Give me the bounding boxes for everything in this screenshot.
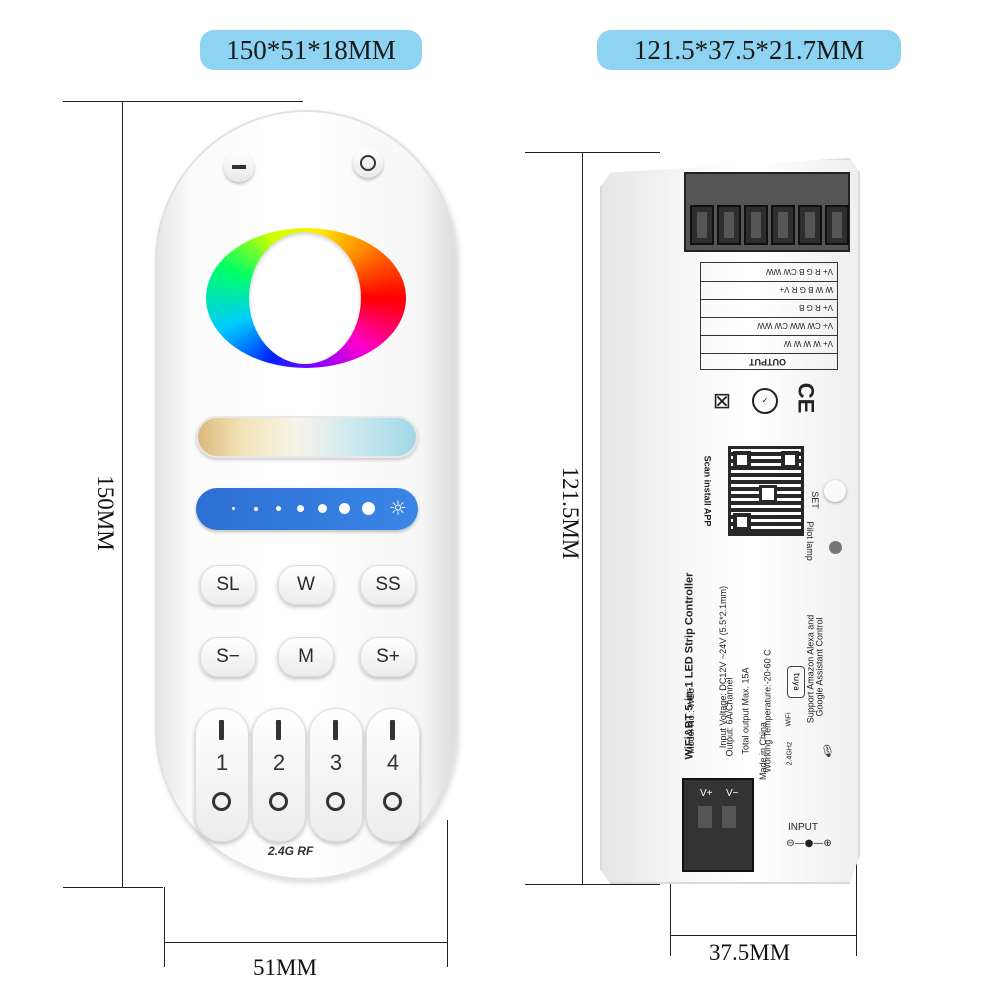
support-text-2: Google Assistant Control (814, 617, 825, 717)
remote-width-label: 51MM (253, 955, 317, 980)
pilot-lamp-label: Pilot lamp (804, 521, 815, 561)
remote-height-dim-line (122, 101, 123, 887)
model-number: Model No.: WB5 (685, 688, 696, 754)
controller-top-dim-line (525, 152, 660, 153)
output-terminal[interactable] (825, 205, 849, 245)
weee-bin-icon: ⊠ (712, 389, 732, 414)
remote-bottom-dim-line (63, 887, 163, 888)
zone-on-icon (276, 720, 281, 740)
controller-right-dim-line (856, 860, 857, 956)
zone-number: 1 (215, 750, 229, 775)
zone-button-2[interactable]: 2 (252, 708, 306, 842)
ce-mark: CE (793, 382, 819, 414)
qr-code (728, 446, 804, 536)
output-terminal[interactable] (717, 205, 741, 245)
controller-left-dim-line (670, 884, 671, 956)
zone-off-icon (212, 792, 231, 811)
dc-polarity-icon: ⊖—●—⊕ (786, 838, 832, 849)
v-plus-label: V+ (700, 788, 713, 799)
m-button[interactable]: M (278, 637, 334, 677)
color-temperature-slider[interactable] (196, 416, 418, 458)
zone-off-icon (383, 792, 402, 811)
output-rating: Output: 6A/Channel (724, 677, 735, 757)
remote-right-dim-line (447, 820, 448, 967)
color-wheel-center (249, 232, 361, 364)
remote-top-dim-line (63, 101, 303, 102)
off-button[interactable] (224, 152, 254, 182)
brightness-dot (339, 503, 350, 514)
zone-off-icon (326, 792, 345, 811)
controller-bottom-dim-line (525, 884, 660, 885)
zone-button-4[interactable]: 4 (366, 708, 420, 842)
brightness-slider[interactable]: ☼ (196, 488, 418, 530)
zone-number: 3 (329, 750, 343, 775)
total-output: Total output Max. 15A (740, 667, 751, 755)
brightness-dot (232, 507, 235, 510)
remote-dimensions-title: 150*51*18MM (200, 30, 422, 70)
output-terminal[interactable] (690, 205, 714, 245)
rf-label: 2.4G RF (268, 844, 314, 858)
ss-button[interactable]: SS (360, 565, 416, 605)
zone-number: 4 (386, 750, 400, 775)
brightness-dot (276, 506, 281, 511)
remote-left-dim-line (164, 887, 165, 967)
set-label: SET (809, 491, 820, 509)
minus-icon (232, 165, 246, 169)
controller-width-label: 37.5MM (709, 940, 791, 965)
scan-label: Scan install APP (702, 455, 713, 527)
microphone-icon: 🎙 (820, 744, 836, 758)
output-terminal[interactable] (771, 205, 795, 245)
remote-width-dim-line (164, 942, 447, 943)
brightness-dot (362, 502, 375, 515)
brightness-dot (254, 507, 258, 511)
ghz-label: 2.4GHz (786, 741, 794, 766)
controller-height-label: 121.5MM (558, 466, 583, 560)
output-wiring-table: V+ R G B CW WW W W B G R V+ V+ R G B V+ … (700, 262, 838, 370)
input-terminal-block[interactable] (682, 778, 754, 872)
sun-icon: ☼ (389, 496, 407, 520)
rohs-icon: ✓ (752, 388, 778, 414)
zone-off-icon (269, 792, 288, 811)
wiring-row: W W B G R V+ (779, 285, 833, 294)
sl-button[interactable]: SL (200, 565, 256, 605)
wifi-label: WiFi (785, 712, 793, 727)
wiring-row: V+ W W W W (783, 339, 833, 348)
speed-up-button[interactable]: S+ (360, 637, 416, 677)
brightness-dot (318, 504, 327, 513)
controller-height-dim-line (582, 152, 583, 884)
zone-number: 2 (272, 750, 286, 775)
tuya-logo: tuya (787, 666, 805, 698)
remote-control: ☼ SL W SS S− M S+ 1 2 3 4 2.4G RF (155, 110, 457, 880)
wiring-row: V+ CW WW CW WW (757, 321, 833, 330)
v-minus-label: V− (726, 788, 739, 799)
speed-down-button[interactable]: S− (200, 637, 256, 677)
made-in: Made in China (758, 721, 769, 781)
wiring-row: V+ R G B CW WW (766, 267, 833, 276)
controller-dimensions-title: 121.5*37.5*21.7MM (597, 30, 901, 70)
set-button[interactable] (824, 480, 846, 502)
brightness-dot (297, 505, 304, 512)
remote-height-label: 150MM (93, 475, 118, 551)
circle-icon (360, 155, 376, 171)
output-label: OUTPUT (749, 357, 786, 367)
on-button[interactable] (353, 148, 383, 178)
wiring-row: V+ R G B (798, 303, 833, 312)
zone-on-icon (390, 720, 395, 740)
output-terminal[interactable] (798, 205, 822, 245)
zone-on-icon (219, 720, 224, 740)
zone-button-3[interactable]: 3 (309, 708, 363, 842)
zone-button-1[interactable]: 1 (195, 708, 249, 842)
zone-on-icon (333, 720, 338, 740)
w-button[interactable]: W (278, 565, 334, 605)
output-terminal[interactable] (744, 205, 768, 245)
controller-width-dim-line (670, 935, 856, 936)
pilot-lamp (829, 541, 842, 554)
input-label: INPUT (788, 822, 818, 833)
